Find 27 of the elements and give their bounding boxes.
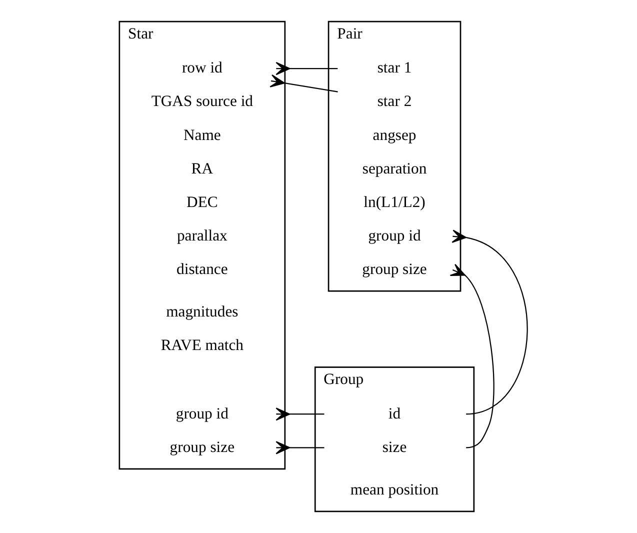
- connector: [449, 264, 494, 448]
- connector: [275, 62, 338, 76]
- node-text: group size: [362, 260, 426, 278]
- node-text: RA: [190, 160, 213, 178]
- node-text: id: [388, 405, 400, 422]
- connector: [275, 441, 324, 454]
- node-text: distance: [176, 260, 228, 278]
- node-text: separation: [362, 160, 426, 178]
- node-text: RAVE match: [160, 337, 244, 354]
- connector: [451, 230, 528, 415]
- node-text: magnitudes: [166, 303, 238, 320]
- node-text: group id: [175, 405, 228, 422]
- node-text: DEC: [186, 194, 218, 211]
- node-text: size: [382, 438, 406, 456]
- node-text: ln(L1/L2): [363, 194, 425, 211]
- node-text: row id: [181, 60, 222, 77]
- node-text: group id: [368, 227, 420, 244]
- node-text: Name: [182, 126, 220, 144]
- connector: [269, 74, 338, 92]
- node-text: angsep: [372, 126, 416, 144]
- node-text: group size: [169, 438, 234, 456]
- node-text: parallax: [176, 227, 227, 244]
- connector: [275, 408, 324, 421]
- node-text: TGAS source id: [150, 93, 253, 110]
- node-text: star 2: [376, 93, 412, 110]
- node-text: star 1: [376, 60, 412, 77]
- node-text: mean position: [350, 481, 438, 498]
